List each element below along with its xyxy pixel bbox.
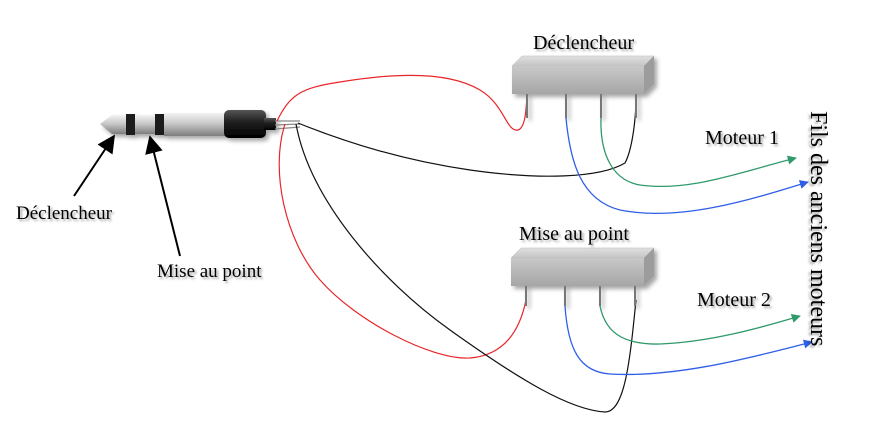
jack-wires: [274, 74, 637, 413]
black-wire-bottom: [295, 123, 637, 413]
red-wire-bottom: [278, 123, 527, 359]
switch-box-bottom: [510, 247, 655, 306]
switch-bottom-label: Mise au point: [519, 223, 629, 245]
motor-1-green-arrow: [600, 117, 797, 188]
black-wire-top: [297, 96, 637, 177]
switch-top-label: Déclencheur: [533, 32, 635, 54]
switch-box-top: [511, 55, 655, 118]
motor-1-label: Moteur 1: [705, 127, 779, 149]
jack-tip-label: Déclencheur: [16, 203, 112, 224]
red-wire-top: [276, 74, 528, 131]
jack-plug: [100, 110, 276, 138]
motor-2-green-arrow: [599, 305, 801, 345]
motor-2-wires: [564, 305, 813, 376]
side-title-label: Fils des anciens moteurs: [805, 111, 831, 347]
motor-2-label: Moteur 2: [697, 289, 771, 311]
tip-pointer-arrow: [73, 134, 115, 197]
motor-1-blue-arrow: [565, 117, 809, 215]
ring-pointer-arrow: [145, 135, 181, 257]
motor-2-blue-arrow: [564, 305, 813, 376]
motor-1-wires: [565, 117, 809, 215]
jack-ring-label: Mise au point: [157, 261, 262, 282]
